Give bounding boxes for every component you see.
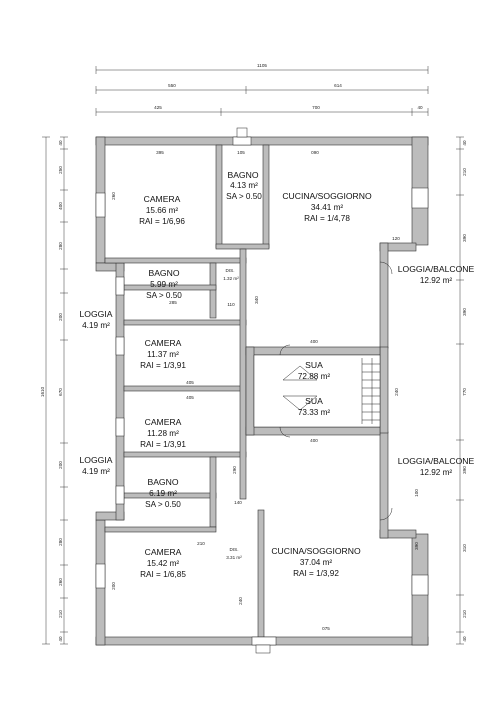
room-loggia-left-bottom-name: LOGGIA: [80, 455, 113, 465]
dim-inner-19: 200: [111, 582, 116, 590]
room-bagno-top-name: BAGNO: [227, 170, 258, 180]
dim-inner-16: 290: [232, 466, 237, 474]
room-bagno-mid-rai: SA > 0.50: [146, 291, 182, 300]
room-camera-top-name: CAMERA: [144, 194, 181, 204]
room-loggia-right-top-name: LOGGIA/BALCONE: [398, 264, 475, 274]
dim-inner-5: 120: [392, 236, 400, 241]
dim-right-7: 310: [462, 544, 467, 552]
dim-left-6: 670: [58, 388, 63, 396]
room-camera-mid-top-area: 11.37 m²: [147, 350, 179, 359]
dim-inner-2: 105: [237, 150, 245, 155]
dim-left-5: 200: [58, 313, 63, 321]
dim-inner-7: 400: [310, 339, 318, 344]
room-bagno-mid-area: 5.99 m²: [150, 280, 178, 289]
dim-inner-10: 405: [186, 380, 194, 385]
dim-top-right: 614: [334, 83, 342, 88]
dim-inner-13: 400: [310, 438, 318, 443]
dim-left-2: 250: [58, 166, 63, 174]
dim-right-4: 390: [462, 308, 467, 316]
room-camera-top-area: 15.66 m²: [146, 206, 179, 215]
dim-inner-11: 405: [186, 395, 194, 400]
dim-left-1: 40: [58, 140, 63, 146]
room-loggia-left-top-area: 4.19 m²: [82, 321, 110, 330]
dim-inner-6: 340: [254, 296, 259, 304]
room-cucina-top-name: CUCINA/SOGGIORNO: [282, 191, 372, 201]
top-dimension-lines: [95, 66, 429, 116]
room-camera-mid-bottom-name: CAMERA: [145, 417, 182, 427]
room-cucina-bottom-rai: RAI = 1/3,92: [293, 569, 339, 578]
room-cucina-bottom-name: CUCINA/SOGGIORNO: [271, 546, 361, 556]
dim-right-5: 770: [462, 388, 467, 396]
room-loggia-left-top-name: LOGGIA: [80, 309, 113, 319]
room-dis-top-area: 1.32 m²: [223, 276, 239, 281]
room-sua-top-area: 72.88 m²: [298, 372, 331, 381]
room-cucina-top-area: 34.41 m²: [311, 203, 344, 212]
dim-inner-3: 090: [311, 150, 319, 155]
dim-inner-14: 140: [234, 500, 242, 505]
dim-inner-20: 210: [197, 541, 205, 546]
dim-left-total: 1610: [40, 386, 45, 397]
dim-inner-18: 075: [322, 626, 330, 631]
room-bagno-bottom-area: 6.19 m²: [149, 489, 177, 498]
dim-inner-1: 395: [156, 150, 164, 155]
room-sua-bottom-area: 73.33 m²: [298, 408, 331, 417]
dim-right-6: 390: [462, 466, 467, 474]
openings: [95, 127, 429, 654]
internal-walls: [104, 144, 381, 638]
dim-top-row-3: 40: [417, 105, 423, 110]
room-camera-bottom-name: CAMERA: [145, 547, 182, 557]
room-loggia-right-bottom-area: 12.92 m²: [420, 468, 453, 477]
room-camera-mid-top-rai: RAI = 1/3,91: [140, 361, 186, 370]
dim-top-row-1: 425: [154, 105, 162, 110]
room-camera-top-rai: RAI = 1/6,96: [139, 217, 185, 226]
dim-right-9: 40: [462, 636, 467, 642]
dim-left-8: 280: [58, 538, 63, 546]
dim-right-3: 390: [462, 234, 467, 242]
room-bagno-bottom-rai: SA > 0.50: [145, 500, 181, 509]
room-dis-bottom-area: 3.31 m²: [226, 555, 242, 560]
room-loggia-right-top-area: 12.92 m²: [420, 276, 453, 285]
dim-left-3: 400: [58, 202, 63, 210]
room-dis-top-name: DIS.: [226, 268, 235, 273]
dim-inner-8: 110: [227, 302, 235, 307]
room-camera-mid-bottom-area: 11.28 m²: [147, 429, 179, 438]
dim-inner-9: 285: [169, 300, 177, 305]
room-camera-bottom-rai: RAI = 1/6,85: [140, 570, 186, 579]
dim-inner-4: 260: [111, 192, 116, 200]
dim-right-2: 210: [462, 168, 467, 176]
room-camera-mid-bottom-rai: RAI = 1/3,91: [140, 440, 186, 449]
dim-top-row-2: 700: [312, 105, 320, 110]
room-bagno-mid-name: BAGNO: [148, 268, 179, 278]
room-camera-bottom-area: 15.42 m²: [147, 559, 180, 568]
dim-left-11: 40: [58, 636, 63, 642]
dim-right-1: 40: [462, 140, 467, 146]
room-dis-bottom-name: DIS.: [230, 547, 239, 552]
room-loggia-left-bottom-area: 4.19 m²: [82, 467, 110, 476]
room-bagno-top-rai: SA > 0.50: [226, 192, 262, 201]
dim-right-8: 210: [462, 610, 467, 618]
side-dimension-lines: [42, 136, 464, 645]
stairwell: [253, 354, 381, 428]
dim-top-total: 1105: [257, 63, 267, 68]
dim-inner-12: 240: [394, 388, 399, 396]
room-cucina-bottom-area: 37.04 m²: [300, 558, 333, 567]
dim-left-7: 200: [58, 461, 63, 469]
room-loggia-right-bottom-name: LOGGIA/BALCONE: [398, 456, 475, 466]
dim-left-4: 280: [58, 242, 63, 250]
room-sua-top-name: SUA: [305, 360, 323, 370]
dim-inner-17: 390: [414, 542, 419, 550]
dim-inner-15: 240: [238, 597, 243, 605]
dim-inner-21: 100: [414, 489, 419, 497]
room-cucina-top-rai: RAI = 1/4,78: [304, 214, 350, 223]
room-bagno-top-area: 4.13 m²: [230, 181, 258, 190]
room-bagno-bottom-name: BAGNO: [147, 477, 178, 487]
dim-left-9: 260: [58, 578, 63, 586]
room-sua-bottom-name: SUA: [305, 396, 323, 406]
dim-top-left: 550: [168, 83, 176, 88]
dim-left-10: 210: [58, 610, 63, 618]
room-camera-mid-top-name: CAMERA: [145, 338, 182, 348]
